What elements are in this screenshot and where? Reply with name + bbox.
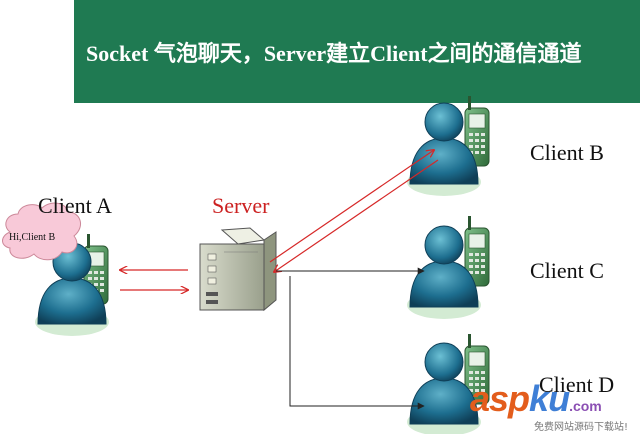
bubble-message: Hi,Client B (9, 232, 56, 243)
client-a-label: Client A (38, 193, 112, 218)
watermark-dotcom: .com (569, 398, 602, 414)
client-d-label: Client D (539, 372, 615, 397)
arrow-server-to-client-d (289, 276, 425, 410)
watermark-subtitle: 免费网站源码下载站! (534, 422, 629, 433)
title-banner: Socket 气泡聊天，Server建立Client之间的通信通道 (74, 0, 640, 103)
arrow-server-to-client-b (269, 150, 434, 263)
watermark-asp: asp (470, 378, 530, 419)
watermark-logo: aspku.com (470, 378, 602, 420)
speech-bubble (2, 202, 82, 261)
diagram-title: Socket 气泡聊天，Server建立Client之间的通信通道 (86, 41, 582, 66)
client-c-label: Client C (530, 258, 604, 283)
client-b-label: Client B (530, 140, 604, 165)
arrow-client-b-to-server (274, 159, 439, 272)
server-icon (199, 227, 277, 312)
watermark-ku: ku (529, 378, 570, 419)
server-label: Server (212, 193, 270, 218)
